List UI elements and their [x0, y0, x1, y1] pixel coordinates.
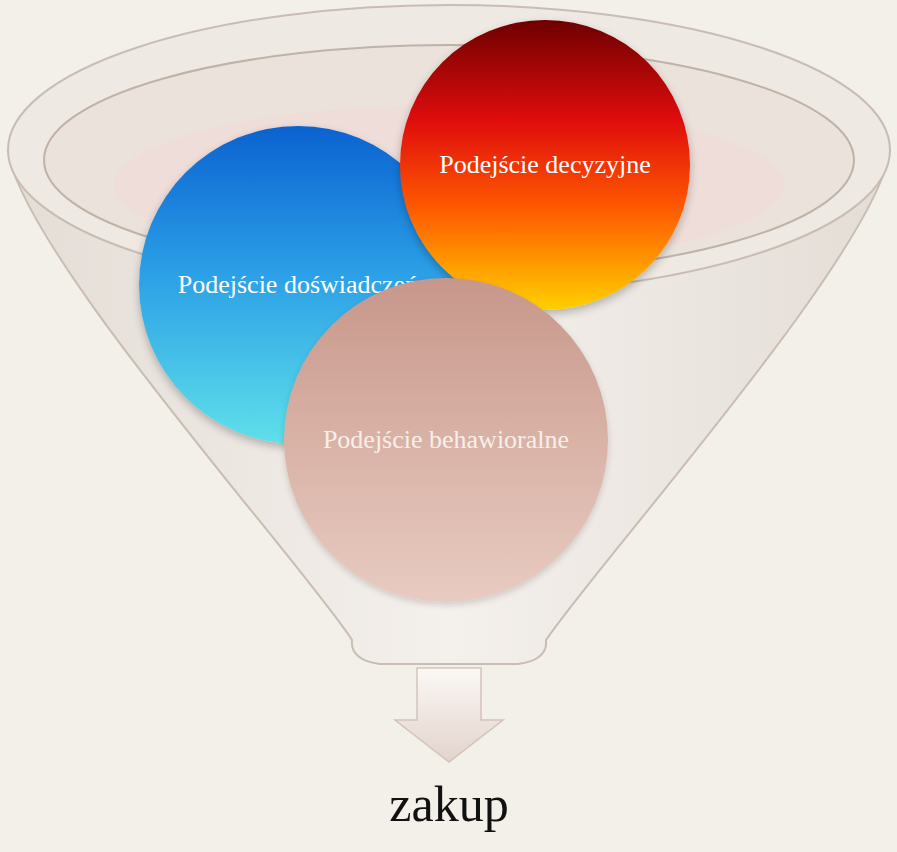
approach-circle: Podejście behawioralne	[284, 278, 608, 602]
down-arrow	[395, 668, 503, 762]
approach-circle: Podejście decyzyjne	[400, 20, 689, 309]
approach-label: Podejście decyzyjne	[409, 150, 681, 180]
approach-label: Podejście behawioralne	[293, 425, 599, 455]
outcome-label: zakup	[389, 775, 508, 833]
